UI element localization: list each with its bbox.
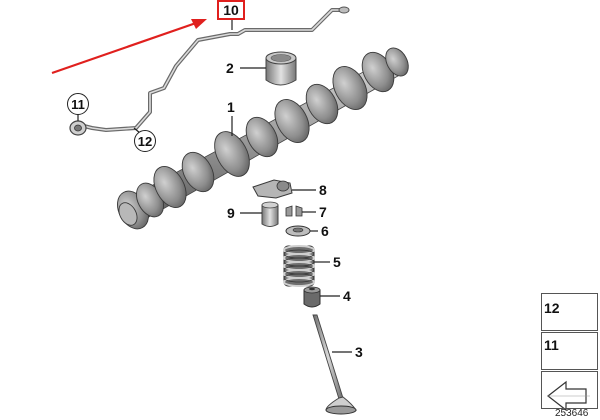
callout-9-label: 9 (227, 205, 235, 221)
diagram-id: 253646 (555, 408, 589, 419)
callout-11-label: 11 (71, 96, 85, 112)
callout-5-label: 5 (333, 254, 341, 270)
callout-6-label: 6 (321, 223, 329, 239)
callout-6: 6 (321, 224, 329, 238)
roller-finger-part-8 (252, 179, 293, 199)
oil-pipe-part-10 (78, 6, 350, 132)
lash-adjuster-part-9 (261, 201, 279, 227)
callout-1: 1 (227, 100, 235, 114)
callout-12: 12 (134, 130, 156, 152)
highlight-arrow (51, 19, 207, 75)
callout-8: 8 (319, 183, 327, 197)
legend-box-arrow (541, 371, 598, 409)
callout-3-label: 3 (355, 344, 363, 360)
callout-12-label: 12 (137, 133, 153, 149)
legend-number-12: 12 (544, 300, 560, 316)
legend-box-11 (541, 332, 598, 370)
callout-8-label: 8 (319, 182, 327, 198)
callout-4-label: 4 (343, 288, 351, 304)
callout-7-label: 7 (319, 204, 327, 220)
valve-keepers-part-7 (285, 205, 303, 217)
callout-4: 4 (343, 289, 351, 303)
spring-retainer-part-6 (285, 225, 311, 237)
callout-1-label: 1 (227, 99, 235, 115)
callout-10-label: 10 (223, 2, 239, 18)
callout-11: 11 (67, 93, 89, 115)
valve-stem-seal-part-4 (303, 286, 321, 308)
callout-2: 2 (226, 61, 234, 75)
valve-spring-part-5 (283, 245, 315, 287)
callout-2-label: 2 (226, 60, 234, 76)
callout-10: 10 (217, 0, 245, 20)
tappet-part-2 (265, 51, 297, 86)
callout-5: 5 (333, 255, 341, 269)
valve-part-3 (312, 314, 357, 415)
legend-box-12 (541, 293, 598, 331)
banjo-bolt-part-11 (69, 120, 87, 136)
callout-3: 3 (355, 345, 363, 359)
callout-7: 7 (319, 205, 327, 219)
camshaft-part-1 (117, 47, 409, 230)
callout-9: 9 (227, 206, 235, 220)
legend-number-11: 11 (544, 337, 559, 353)
